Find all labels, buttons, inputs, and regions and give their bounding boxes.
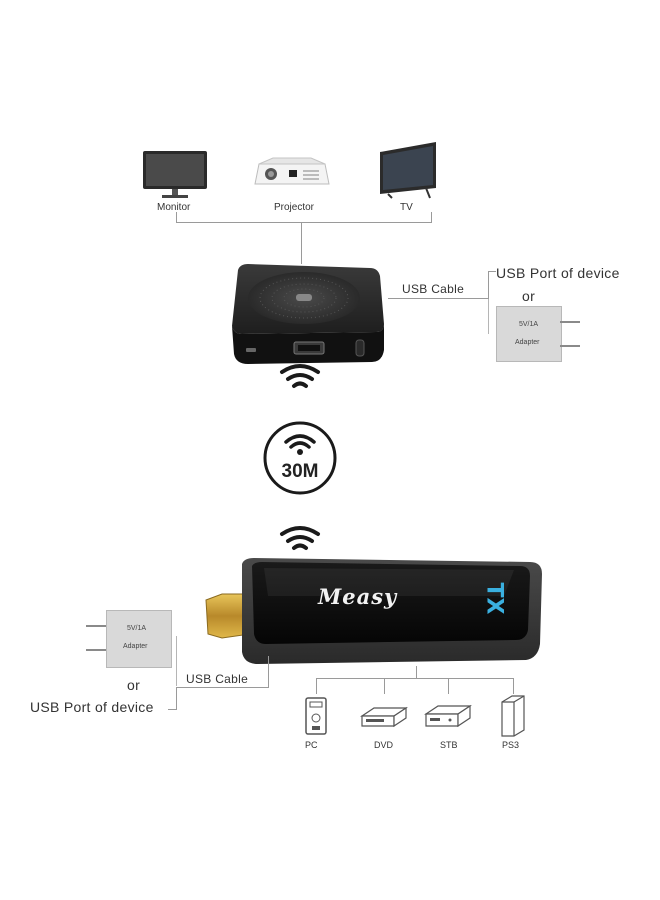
pc-icon (305, 697, 327, 735)
wifi-icon (280, 526, 320, 550)
source-bracket-stb (448, 678, 449, 694)
source-bracket-ps3 (513, 678, 514, 694)
range-label: 30M (282, 461, 319, 482)
rx-adapter: 5V/1A Adapter (496, 306, 562, 362)
ps3-icon (501, 695, 525, 737)
tx-usb-cable-label: USB Cable (186, 672, 249, 686)
rx-usb-cable-line (388, 298, 488, 299)
pc-label: PC (305, 740, 318, 750)
rx-adapter-label: Adapter (515, 339, 540, 346)
source-bracket-top (316, 678, 514, 679)
tx-usb-cable-riser (268, 656, 269, 687)
monitor-icon (143, 151, 207, 198)
display-bracket-bottom (176, 222, 432, 223)
stb-icon (424, 704, 472, 728)
tx-usb-cable-down (176, 687, 177, 709)
rx-usb-cable-top (488, 271, 496, 272)
rx-adapter-lead (488, 299, 489, 334)
tx-adapter-label: Adapter (123, 643, 148, 650)
tx-adapter: 5V/1A Adapter (106, 610, 172, 668)
tx-usb-port-label: USB Port of device (30, 699, 154, 715)
adapter-plug-icon (86, 625, 106, 651)
projector-icon (254, 157, 330, 185)
ps3-label: PS3 (502, 740, 520, 750)
rx-usb-port-label: USB Port of device (496, 265, 620, 281)
transmitter-dongle (205, 558, 542, 664)
tv-icon (380, 142, 436, 199)
tx-adapter-lead (176, 636, 177, 686)
wifi-icon (284, 434, 316, 444)
tx-usb-cable-line (176, 687, 269, 688)
projector-label: Projector (274, 202, 315, 213)
receiver-box (232, 264, 384, 364)
wifi-icon (280, 364, 320, 388)
dvd-icon (360, 706, 408, 728)
transmitter-brand: Measy (318, 584, 398, 609)
range-badge: 30M (263, 421, 337, 495)
transmitter-tx-mark: TX (481, 582, 507, 615)
display-bracket-right (431, 212, 432, 222)
tx-or-label: or (127, 677, 141, 693)
tx-usb-cable-end (168, 709, 177, 710)
adapter-plug-icon (560, 321, 580, 347)
rx-usb-cable-label: USB Cable (402, 282, 465, 296)
rx-or-label: or (522, 288, 536, 304)
source-bracket-dvd (384, 678, 385, 694)
display-bracket-left (176, 212, 177, 222)
source-bracket-stem (416, 666, 417, 678)
dvd-label: DVD (374, 740, 394, 750)
display-bracket-stem (301, 222, 302, 264)
rx-usb-cable-riser (488, 271, 489, 299)
stb-label: STB (440, 740, 458, 750)
monitor-label: Monitor (157, 202, 191, 213)
source-bracket-pc (316, 678, 317, 694)
rx-adapter-rating: 5V/1A (519, 321, 539, 328)
tx-adapter-rating: 5V/1A (127, 625, 147, 632)
tv-label: TV (400, 202, 413, 213)
